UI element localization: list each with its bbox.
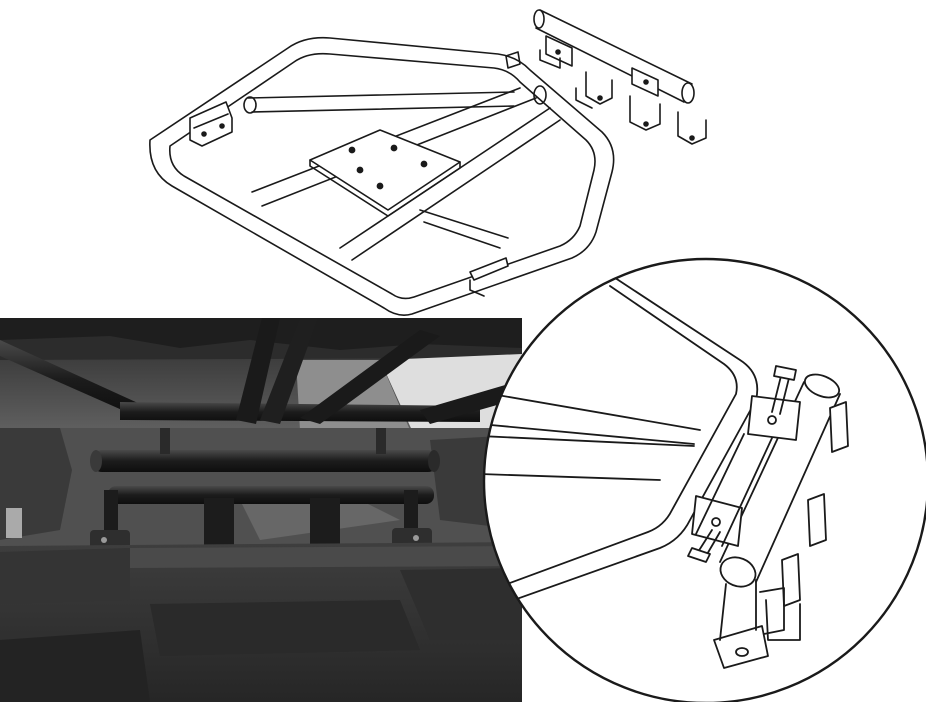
bed-corner-left: [0, 630, 150, 702]
rack-leg-4: [404, 490, 418, 534]
front-crossbar-end-right: [533, 85, 547, 105]
bed-wall-right: [400, 568, 522, 640]
installed-rack-photo: [0, 318, 522, 702]
frame-outer-tube-edge: [149, 36, 615, 316]
cage-bar-left: [0, 340, 140, 418]
detail-lower-bolt: [697, 529, 713, 553]
cage-bar-center-2: [260, 318, 318, 424]
detail-upper-bolt-head: [773, 365, 797, 381]
rack-tube-end-left: [90, 450, 102, 472]
plate-hole-5: [356, 166, 364, 174]
plate-hole-1: [348, 146, 356, 154]
mount-bar-tube-bottom: [535, 27, 685, 103]
front-crossbar-tube-lower: [251, 105, 515, 113]
mount-detail-callout: [482, 257, 926, 702]
cage-bar-diagonal: [300, 330, 440, 424]
rear-left-bracket-hole-2: [219, 123, 225, 129]
plate-hole-3: [420, 160, 428, 168]
detail-rail-4: [484, 473, 661, 481]
front-crossbar-end: [243, 96, 257, 114]
plate-hole-4: [376, 182, 384, 190]
detail-mount-cylinder-right: [755, 393, 841, 583]
bar-foot-3-hole: [643, 121, 649, 127]
side-bolt: [6, 508, 22, 538]
detail-frame-tube-inner: [484, 285, 738, 595]
detail-upper-bolt-2: [779, 373, 791, 415]
bed-rim: [130, 546, 522, 568]
detail-bottom-bracket: [759, 587, 785, 635]
detail-cylinder-top-cap: [803, 373, 841, 399]
rack-leg-2: [310, 498, 340, 546]
bar-foot-1: [539, 49, 561, 69]
detail-foot-2: [807, 493, 827, 547]
bed-wall-left: [0, 548, 130, 604]
bar-clamp-left-hole: [555, 49, 561, 55]
detail-cylinder-bottom-cap: [719, 556, 757, 588]
support-post-1: [160, 428, 170, 454]
cross-member-1: [419, 209, 509, 239]
rear-right-bracket-leg: [469, 279, 485, 297]
mounting-plate: [309, 129, 461, 211]
bar-foot-4: [677, 111, 707, 145]
front-mount-bar: [533, 9, 707, 145]
rear-left-bracket-fold: [193, 113, 229, 129]
rack-mount-tube-upper: [92, 450, 438, 472]
detail-lower-clamp-hole: [711, 517, 721, 527]
plate-hole-2: [390, 144, 398, 152]
detail-connector-tube-right: [721, 437, 773, 547]
support-post-2: [376, 428, 386, 454]
bar-foot-2: [585, 71, 613, 105]
rack-line-drawing: [149, 9, 707, 316]
cage-crossbar: [120, 402, 480, 422]
detail-bottom-tab-hole: [735, 647, 749, 657]
clamp-left-bolt: [101, 537, 107, 543]
detail-connector-tube-left: [695, 433, 745, 535]
bar-foot-4-hole: [689, 135, 695, 141]
bar-clamp-mid-hole: [643, 79, 649, 85]
rear-left-bracket-hole: [201, 131, 207, 137]
bed-floor-recess: [150, 600, 420, 656]
diagonal-brace-lower-2: [351, 119, 561, 261]
cage-bar-right: [420, 380, 522, 424]
frame-inner-tube-edge: [168, 52, 596, 300]
mount-bar-end-right: [681, 82, 695, 104]
detail-lower-bolt-head: [687, 547, 711, 563]
cross-member-2: [423, 221, 501, 249]
rack-leg-1: [204, 498, 234, 546]
mount-bar-end-left: [533, 9, 545, 29]
detail-upper-bolt: [771, 371, 783, 413]
rack-leg-3: [104, 490, 118, 534]
detail-bottom-tab: [713, 625, 769, 669]
detail-circle-border: [482, 257, 926, 702]
detail-rail-1: [484, 391, 701, 431]
clamp-right-bolt: [413, 535, 419, 541]
bar-foot-2-hole: [597, 95, 603, 101]
detail-rail-3: [484, 435, 695, 447]
cage-bar-center-1: [236, 318, 280, 424]
detail-foot-3-base: [765, 599, 801, 641]
rear-left-bracket: [189, 101, 233, 147]
detail-foot-1: [829, 401, 849, 453]
clamp-left: [90, 530, 130, 550]
rack-mount-tube-lower: [108, 486, 434, 504]
mount-bar-tube-top: [539, 9, 693, 85]
detail-bottom-leg-2: [719, 583, 727, 641]
front-crossbar-tube: [247, 91, 515, 99]
detail-lower-bolt-2: [705, 531, 721, 557]
mounting-plate-edge: [309, 159, 461, 217]
bar-foot-3: [629, 95, 661, 131]
detail-drawing: [484, 267, 849, 669]
detail-rail-2: [484, 423, 695, 445]
rear-right-bracket: [469, 257, 509, 281]
detail-frame-tube-outer: [484, 267, 759, 613]
front-clip: [505, 51, 521, 69]
detail-circle-fill: [484, 259, 926, 702]
detail-upper-clamp-hole: [767, 415, 777, 425]
bar-foot-5: [575, 87, 593, 109]
rack-tube-end-right: [428, 450, 440, 472]
